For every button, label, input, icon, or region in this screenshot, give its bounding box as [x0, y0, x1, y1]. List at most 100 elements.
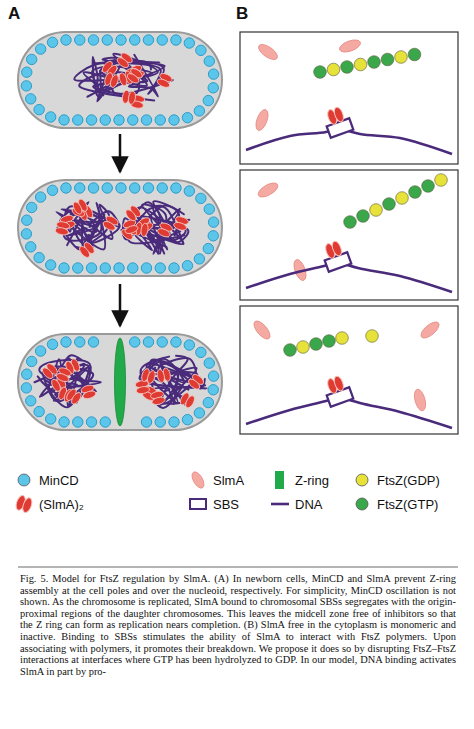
- panel-label: B: [236, 5, 248, 22]
- swatch-sbs: [190, 499, 206, 509]
- panel-b-art: [246, 38, 452, 428]
- mincd: [34, 104, 44, 114]
- slma-subunit: [136, 386, 150, 395]
- slma-monomer: [418, 319, 441, 341]
- legend-text: (SlmA)₂: [39, 497, 84, 512]
- slma-dimer: [156, 367, 171, 383]
- slma-subunit: [82, 390, 97, 400]
- legend-text: SBS: [213, 497, 239, 512]
- ftsz-subunit: [381, 53, 394, 66]
- mincd: [169, 115, 179, 125]
- slma-dimer: [122, 218, 139, 235]
- legend-swatch: [352, 494, 372, 514]
- mincd: [128, 115, 138, 125]
- mincd: [45, 414, 55, 424]
- mincd: [21, 383, 31, 393]
- legend-swatch: [188, 470, 208, 490]
- ftsz-subunit: [383, 198, 396, 211]
- mincd: [143, 337, 153, 347]
- mincd: [88, 337, 98, 347]
- slma-dimer: [150, 390, 166, 406]
- mincd: [208, 83, 218, 93]
- mincd: [171, 337, 181, 347]
- mincd: [35, 44, 45, 54]
- slma-dimer: [326, 375, 345, 395]
- slma-subunit: [146, 370, 157, 385]
- mincd: [204, 358, 214, 368]
- slma-subunit: [71, 201, 83, 216]
- slma-dimer: [102, 214, 120, 232]
- slma-subunit: [173, 221, 188, 232]
- mincd: [26, 356, 36, 366]
- mincd: [26, 242, 36, 252]
- mincd: [86, 417, 96, 427]
- legend-swatch: [188, 494, 208, 514]
- bound-dimer: [326, 375, 345, 395]
- slma-dimer: [78, 241, 96, 259]
- slma-subunit: [333, 375, 346, 392]
- slma-dimer: [14, 494, 33, 514]
- slma-dimer: [156, 72, 173, 89]
- legend-swatch: [352, 470, 372, 490]
- slma-subunit: [70, 391, 83, 406]
- ftsz-subunit: [323, 335, 336, 348]
- slma-subunit: [102, 220, 117, 232]
- mincd: [61, 183, 71, 193]
- mincd: [100, 417, 110, 427]
- mincd: [184, 340, 194, 350]
- mincd: [208, 69, 218, 79]
- mincd: [130, 337, 140, 347]
- cell: [18, 32, 222, 128]
- slma-dimer: [156, 221, 173, 238]
- ftsz-subunit: [396, 192, 409, 205]
- slma-dimer: [65, 387, 83, 405]
- mincd: [21, 81, 31, 91]
- mincd: [182, 112, 192, 122]
- mincd: [22, 215, 32, 225]
- panel-box: [240, 32, 458, 164]
- mincd: [45, 260, 55, 270]
- slma-subunit: [333, 106, 346, 123]
- mincd: [182, 260, 192, 270]
- dna-strand: [338, 262, 452, 292]
- mincd: [116, 35, 126, 45]
- mincd: [194, 254, 204, 264]
- dna-strand: [246, 262, 338, 288]
- slma-monomer: [256, 42, 280, 63]
- slma-monomer: [338, 38, 362, 55]
- mincd: [114, 263, 124, 273]
- legend-item: SlmA: [188, 470, 244, 490]
- legend-text: FtsZ(GTP): [377, 497, 438, 512]
- slma-subunit: [151, 396, 166, 406]
- mincd: [34, 406, 44, 416]
- mincd: [47, 339, 57, 349]
- mincd: [73, 417, 83, 427]
- slma-subunit: [156, 369, 166, 383]
- slma-subunit: [124, 224, 139, 235]
- slma-dimer: [126, 67, 144, 85]
- cell-outline: [18, 334, 222, 430]
- legend-item: SBS: [188, 494, 239, 514]
- mincd: [102, 183, 112, 193]
- mincd: [59, 417, 69, 427]
- legend-swatch: [14, 494, 34, 514]
- mincd: [203, 95, 213, 105]
- mincd: [208, 217, 218, 227]
- mincd: [208, 371, 218, 381]
- slma-monomer: [254, 108, 271, 132]
- mincd: [114, 115, 124, 125]
- slma-subunit: [156, 77, 171, 89]
- panel-label: A: [8, 5, 20, 22]
- mincd: [59, 115, 69, 125]
- cell-outline: [18, 32, 222, 128]
- mincd: [169, 263, 179, 273]
- mincd: [208, 385, 218, 395]
- mincd: [35, 192, 45, 202]
- slma-monomer: [251, 318, 273, 341]
- legend-swatch: [270, 470, 290, 490]
- slma-subunit: [140, 223, 149, 237]
- mincd: [35, 346, 45, 356]
- mincd: [155, 263, 165, 273]
- swatch-circle: [356, 498, 368, 510]
- mincd: [196, 347, 206, 357]
